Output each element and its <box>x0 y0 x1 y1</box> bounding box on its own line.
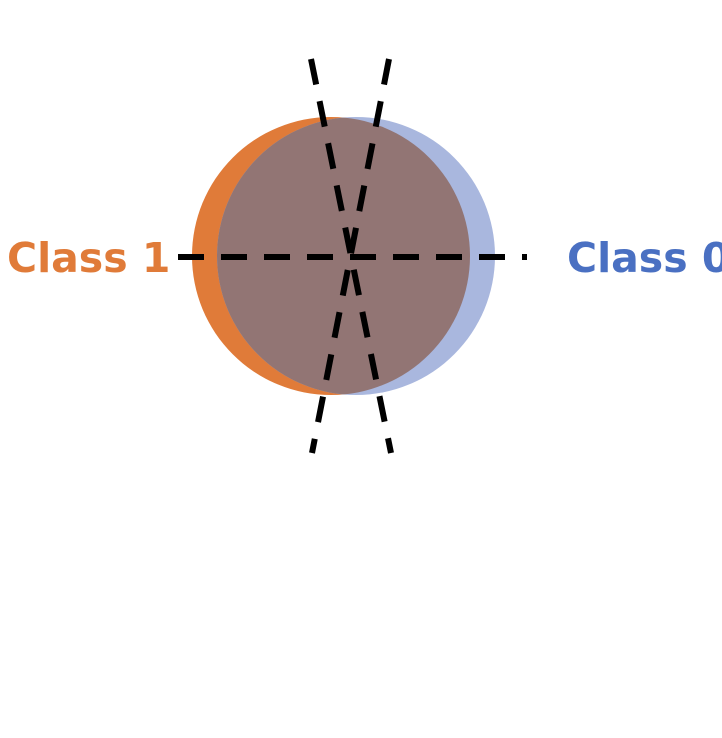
class-1-label: Class 1 <box>7 234 170 282</box>
diagonal-dashed-line-left <box>308 58 394 454</box>
diagonal-dashed-line-right <box>309 58 392 454</box>
class-0-label: Class 0 <box>567 234 722 282</box>
